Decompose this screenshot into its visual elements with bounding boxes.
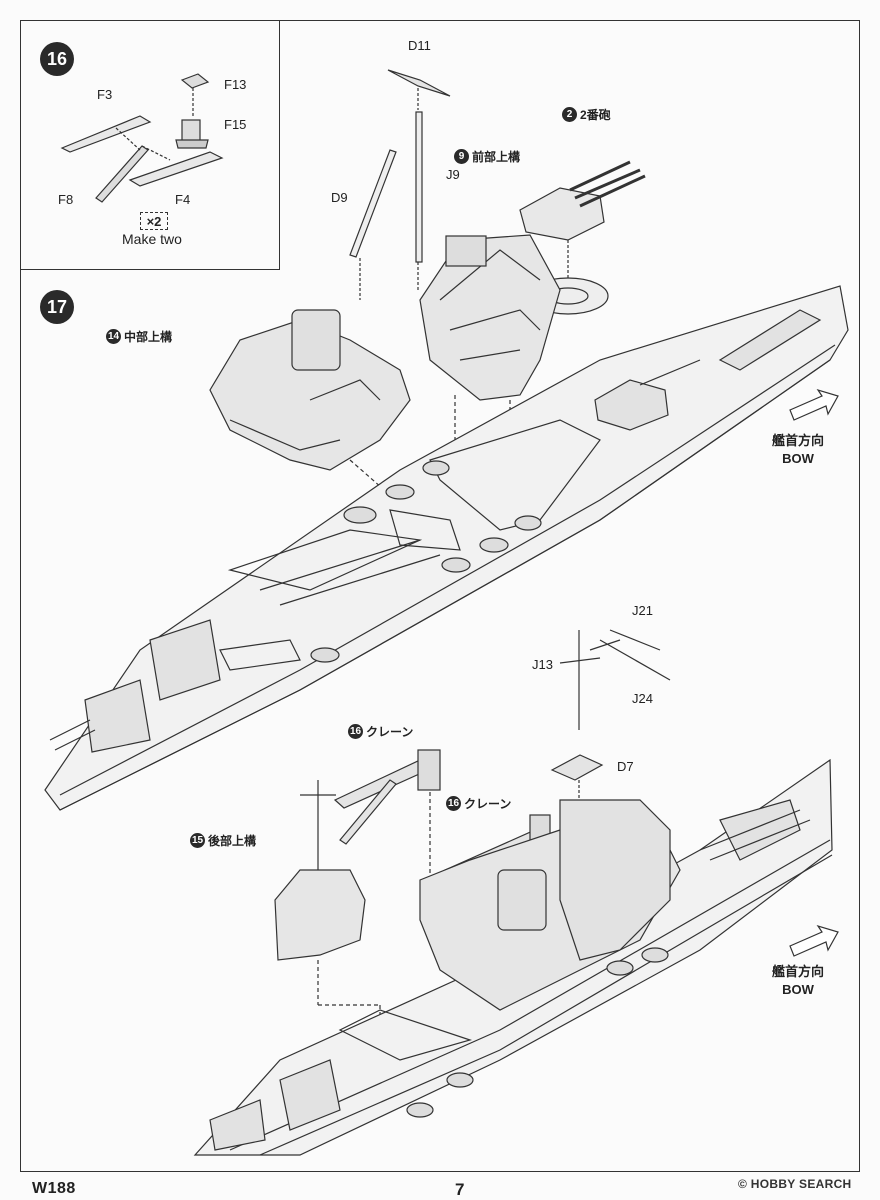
subassembly-label-turret-2: 2 2番砲 (562, 106, 611, 123)
page-number: 7 (455, 1180, 465, 1199)
step-16-number: 16 (40, 42, 74, 76)
bow-direction-jp: 艦首方向 (772, 964, 825, 979)
subassembly-label-mid: 14 中部上構 (106, 328, 172, 345)
subassembly-ref-icon: 15 (190, 833, 205, 848)
make-two-caption: Make two (122, 231, 182, 247)
part-label-f15: F15 (224, 117, 247, 132)
subassembly-label-forward: 9 前部上構 (454, 148, 520, 165)
subassembly-label-crane-1: 16 クレーン (348, 723, 413, 740)
page-frame (20, 20, 860, 1172)
subassembly-ref-icon: 16 (348, 724, 363, 739)
forward-superstructure-drawing (419, 234, 561, 520)
aft-superstructure-drawing (274, 780, 381, 1070)
subassembly-text: 後部上構 (208, 834, 257, 848)
subassembly-text: 2番砲 (580, 108, 611, 122)
part-label-f8: F8 (58, 192, 74, 207)
hull-top-drawing (44, 285, 849, 811)
subassembly-ref-icon: 16 (446, 796, 461, 811)
subassembly-label-crane-2: 16 クレーン (446, 795, 511, 812)
part-label-j21: J21 (632, 603, 653, 618)
subassembly-text: クレーン (464, 797, 512, 811)
product-code: W188 (32, 1180, 76, 1197)
bow-direction-en: BOW (782, 982, 814, 997)
step16-inset-box (20, 20, 280, 270)
bow-direction-bottom: 艦首方向 BOW (772, 963, 824, 999)
part-label-j24: J24 (632, 691, 653, 706)
step16-crane-drawing (60, 73, 224, 203)
part-label-d11: D11 (408, 38, 431, 53)
multiplier-badge: ×2 (140, 212, 168, 230)
subassembly-text: 中部上構 (124, 330, 173, 344)
step-17-number: 17 (40, 290, 74, 324)
part-label-d9: D9 (331, 190, 348, 205)
bow-direction-en: BOW (782, 451, 814, 466)
mid-superstructure-drawing (209, 309, 431, 531)
part-label-d7: D7 (617, 759, 634, 774)
subassembly-ref-icon: 9 (454, 149, 469, 164)
subassembly-text: 前部上構 (472, 150, 521, 164)
part-label-f3: F3 (97, 87, 113, 102)
subassembly-ref-icon: 2 (562, 107, 577, 122)
subassembly-ref-icon: 14 (106, 329, 121, 344)
part-label-f4: F4 (175, 192, 191, 207)
mast-parts-drawing (349, 69, 451, 300)
bow-direction-top: 艦首方向 BOW (772, 432, 824, 468)
bow-direction-jp: 艦首方向 (772, 433, 825, 448)
subassembly-text: クレーン (366, 725, 414, 739)
part-label-f13: F13 (224, 77, 247, 92)
hull-bottom-drawing (193, 758, 833, 1156)
bow-arrows (789, 388, 839, 957)
part-label-j9: J9 (446, 167, 460, 182)
subassembly-label-aft: 15 後部上構 (190, 832, 256, 849)
watermark-logo: © HOBBY SEARCH (738, 1177, 852, 1191)
part-label-j13: J13 (532, 657, 553, 672)
yard-parts-drawing (550, 629, 671, 800)
